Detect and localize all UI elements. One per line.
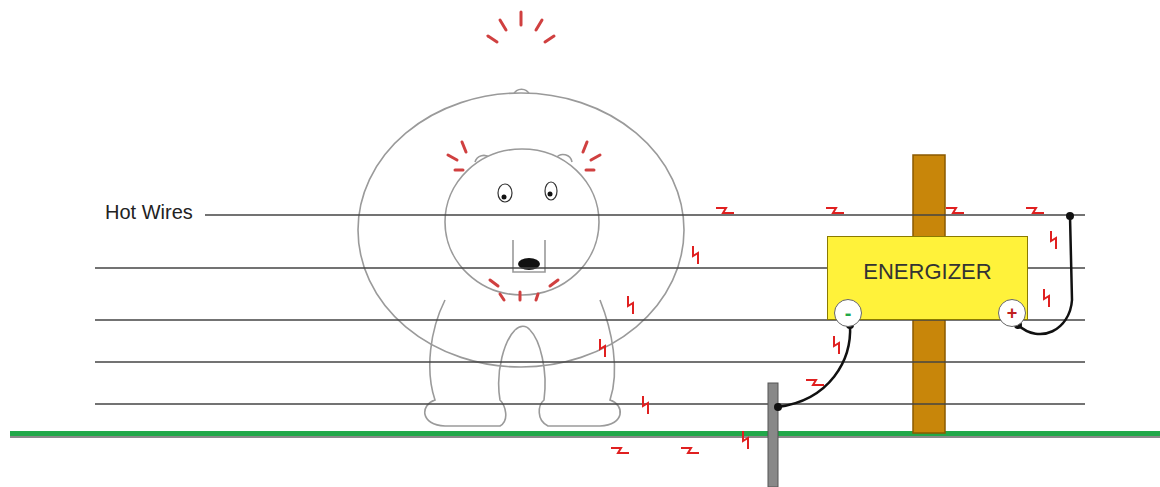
current-sparks bbox=[600, 208, 1056, 453]
hot-wires bbox=[95, 215, 1085, 404]
bear-figure bbox=[358, 89, 684, 426]
ground-line bbox=[10, 431, 1160, 436]
ground-shadow bbox=[10, 436, 1160, 438]
bear-face bbox=[498, 182, 557, 272]
device-label: ENERGIZER bbox=[863, 261, 991, 283]
ground-lead bbox=[778, 325, 850, 407]
energizer-box: ENERGIZER- + bbox=[827, 236, 1028, 320]
positive-terminal: + bbox=[998, 299, 1026, 327]
negative-terminal: - bbox=[834, 299, 862, 327]
terminal-sign: + bbox=[1007, 304, 1018, 322]
wire-label: Hot Wires bbox=[105, 201, 193, 224]
terminal-sign: - bbox=[845, 303, 852, 323]
shock-rays bbox=[448, 12, 600, 300]
ground-rod bbox=[768, 383, 778, 487]
